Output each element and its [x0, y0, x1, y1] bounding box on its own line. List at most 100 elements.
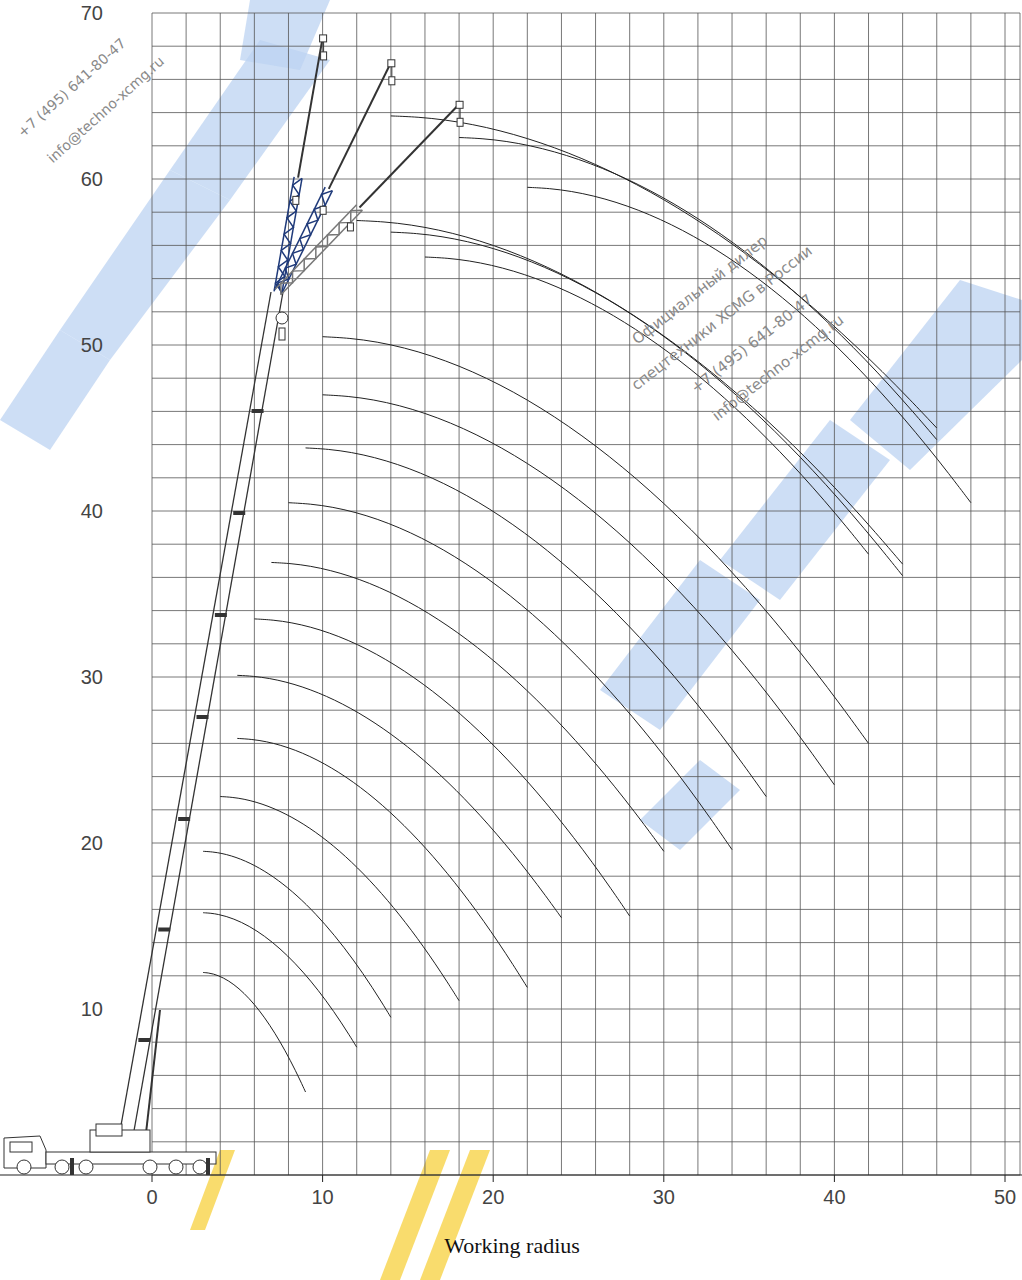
grid-line: [152, 1075, 1020, 1076]
grid-line: [152, 743, 1020, 744]
grid-line: [152, 13, 1020, 14]
axis-title: Working radius: [444, 1234, 580, 1258]
grid: [152, 13, 1020, 1175]
grid-line: [152, 843, 1020, 844]
grid-line: [663, 13, 664, 1175]
load-curve: [391, 116, 937, 428]
jib-head: [388, 60, 395, 67]
boom-joint: [138, 1038, 150, 1042]
load-curve: [288, 503, 732, 850]
grid-line: [152, 909, 1020, 910]
truck-window: [10, 1142, 32, 1152]
boom-joint: [197, 715, 209, 719]
crane-illustration: [4, 35, 463, 1175]
grid-line: [152, 1042, 1020, 1043]
jib-extension: [359, 104, 459, 207]
grid-line: [732, 13, 733, 1175]
grid-line: [288, 13, 289, 1175]
x-tick-label: 20: [482, 1186, 504, 1208]
grid-line: [152, 511, 1020, 512]
grid-line: [1005, 13, 1006, 1175]
luffing-cylinder: [145, 1010, 160, 1142]
grid-line: [595, 13, 596, 1175]
x-tick-label: 10: [311, 1186, 333, 1208]
load-curve: [271, 562, 663, 851]
grid-line: [152, 975, 1020, 976]
hook-block: [347, 223, 353, 231]
grid-line: [356, 13, 357, 1175]
load-curve: [323, 395, 835, 785]
jib-extension: [329, 63, 391, 189]
grid-line: [766, 13, 767, 1175]
grid-line: [152, 776, 1020, 777]
hook-rope: [323, 42, 324, 52]
grid-line: [152, 145, 1020, 146]
grid-line: [152, 1141, 1020, 1142]
y-tick-label: 40: [81, 500, 103, 522]
main-hook: [276, 312, 288, 324]
load-curve: [425, 257, 869, 554]
grid-line: [186, 13, 187, 1175]
grid-line: [902, 13, 903, 1175]
grid-line: [152, 610, 1020, 611]
hook-block: [321, 52, 327, 60]
x-tick-label: 30: [653, 1186, 675, 1208]
load-curve: [459, 138, 937, 440]
truck: [4, 1124, 216, 1175]
outrigger: [206, 1158, 210, 1175]
grid-line: [697, 13, 698, 1175]
watermark-shape: [720, 420, 890, 600]
main-hook: [279, 328, 285, 340]
boom-joint: [233, 511, 245, 515]
grid-line: [152, 1108, 1020, 1109]
jib-chord: [282, 191, 333, 294]
boom-edge: [118, 292, 271, 1142]
grid-line: [152, 809, 1020, 810]
load-curve: [220, 797, 459, 1001]
axis-tick: [834, 1175, 835, 1182]
wheel: [193, 1160, 207, 1174]
x-tick-label: 50: [994, 1186, 1016, 1208]
load-curve: [203, 851, 391, 1017]
grid-line: [561, 13, 562, 1175]
watermark-shape: [640, 760, 740, 850]
jib-head: [456, 101, 463, 108]
grid-line: [152, 710, 1020, 711]
grid-line: [152, 411, 1020, 412]
x-axis: [0, 1174, 1022, 1175]
grid-line: [220, 13, 221, 1175]
boom-joint: [158, 928, 170, 932]
jib-chord: [281, 210, 362, 294]
load-curve: [357, 221, 903, 565]
grid-line: [493, 13, 494, 1175]
axis-tick: [663, 1175, 664, 1182]
grid-line: [152, 477, 1020, 478]
jib-extension: [298, 38, 323, 178]
grid-line: [800, 13, 801, 1175]
load-curve: [203, 913, 357, 1047]
grid-line: [424, 13, 425, 1175]
load-curves: [203, 116, 971, 1092]
axis-tick: [322, 1175, 323, 1182]
jib-chord: [275, 205, 356, 289]
grid-line: [152, 1009, 1020, 1010]
axis-tick: [152, 1175, 153, 1182]
load-curve: [203, 972, 305, 1092]
y-tick-label: 60: [81, 168, 103, 190]
grid-line: [152, 876, 1020, 877]
boom-joint: [178, 817, 190, 821]
load-curve: [527, 187, 971, 502]
jib: [275, 101, 463, 294]
watermark-shape: [60, 170, 230, 360]
load-curve: [254, 619, 629, 916]
grid-line: [152, 544, 1020, 545]
grid-line: [629, 13, 630, 1175]
watermark-shape: [170, 40, 330, 200]
wheel: [55, 1160, 69, 1174]
watermark-shape: [240, 0, 330, 70]
grid-line: [152, 212, 1020, 213]
grid-line: [152, 942, 1020, 943]
